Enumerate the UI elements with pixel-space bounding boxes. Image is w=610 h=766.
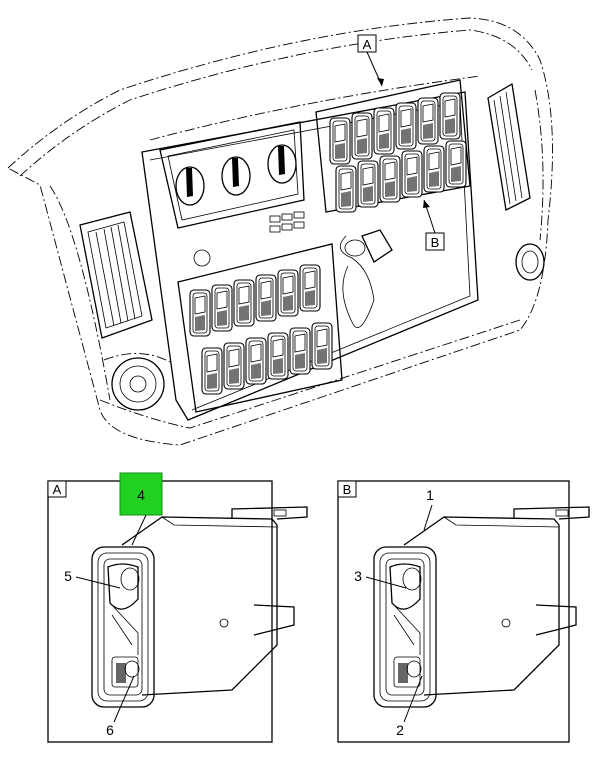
switch-bank-lower	[177, 243, 343, 413]
detail-b-panel: B 1 3 2	[337, 480, 590, 743]
detail-a-label: A	[53, 482, 62, 497]
dashboard-overview: A B	[7, 17, 553, 446]
callout-2: 2	[396, 722, 404, 738]
callout-a-label: A	[363, 37, 372, 52]
detail-a-switch	[91, 506, 308, 708]
callout-b: B	[423, 199, 445, 251]
callout-b-label: B	[431, 235, 440, 250]
detail-a-panel: A 4 5 6	[47, 472, 308, 743]
hvac-knobs	[175, 144, 297, 206]
gear-selector	[339, 229, 393, 328]
highlight-box	[119, 472, 163, 516]
detail-b-switch	[373, 506, 590, 708]
callout-3: 3	[354, 568, 362, 584]
panel-small-buttons	[193, 211, 305, 267]
detail-b-label: B	[343, 482, 352, 497]
left-round-outlet	[103, 353, 171, 411]
callout-4: 4	[137, 487, 145, 503]
callout-5: 5	[64, 568, 72, 584]
left-vent	[79, 211, 153, 339]
callout-a: A	[357, 34, 384, 87]
right-round-outlet	[515, 243, 545, 281]
callout-1: 1	[426, 487, 434, 503]
right-vent	[487, 82, 531, 211]
switch-bank-upper	[315, 79, 471, 213]
callout-6: 6	[106, 722, 114, 738]
